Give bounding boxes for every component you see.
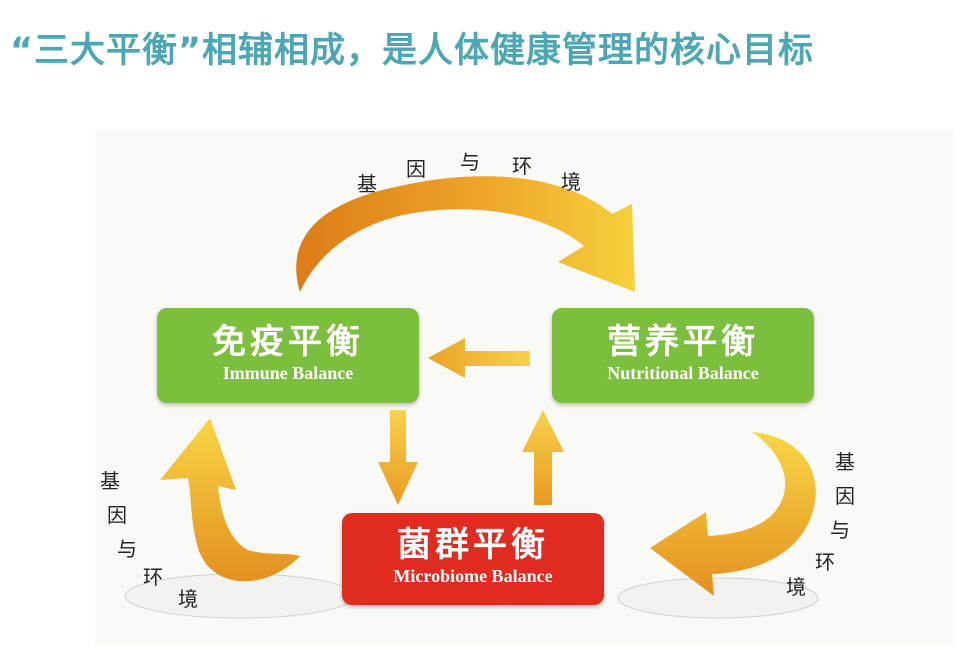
immune-balance-cn: 免疫平衡 xyxy=(212,322,364,362)
arrow-nutrition-to-immune xyxy=(428,338,530,378)
immune-balance-box: 免疫平衡 Immune Balance xyxy=(157,308,419,403)
right-curved-arrow xyxy=(650,432,816,596)
env-label-right-1: 基 xyxy=(835,450,855,474)
top-curved-arrow xyxy=(296,176,635,292)
nutrition-balance-box: 营养平衡 Nutritional Balance xyxy=(552,308,814,403)
microbiome-balance-en: Microbiome Balance xyxy=(393,566,553,586)
env-label-top-3: 与 xyxy=(460,150,480,174)
nutrition-balance-cn: 营养平衡 xyxy=(607,322,759,362)
page-title: “三大平衡”相辅相成，是人体健康管理的核心目标 xyxy=(10,31,815,71)
env-label-right-4: 环 xyxy=(815,550,835,574)
env-label-right-3: 与 xyxy=(830,518,850,542)
env-label-top-2: 因 xyxy=(406,157,426,181)
immune-balance-en: Immune Balance xyxy=(222,363,354,383)
microbiome-balance-cn: 菌群平衡 xyxy=(397,525,549,565)
microbiome-balance-box: 菌群平衡 Microbiome Balance xyxy=(342,513,604,605)
env-label-top-5: 境 xyxy=(561,170,581,194)
arrow-immune-to-microbiome xyxy=(378,410,418,505)
ground-ellipse-right xyxy=(617,577,819,619)
env-label-left-2: 因 xyxy=(107,503,127,527)
nutrition-balance-en: Nutritional Balance xyxy=(607,363,759,383)
env-label-left-1: 基 xyxy=(100,469,120,493)
env-label-left-5: 境 xyxy=(178,587,198,611)
env-label-left-3: 与 xyxy=(117,537,137,561)
env-label-right-5: 境 xyxy=(786,575,806,599)
env-label-top-1: 基 xyxy=(357,172,377,196)
arrow-microbiome-to-nutrition xyxy=(522,410,564,505)
env-label-right-2: 因 xyxy=(835,484,855,508)
env-label-top-4: 环 xyxy=(512,154,532,178)
env-label-left-4: 环 xyxy=(143,565,163,589)
left-curved-arrow xyxy=(160,418,300,582)
